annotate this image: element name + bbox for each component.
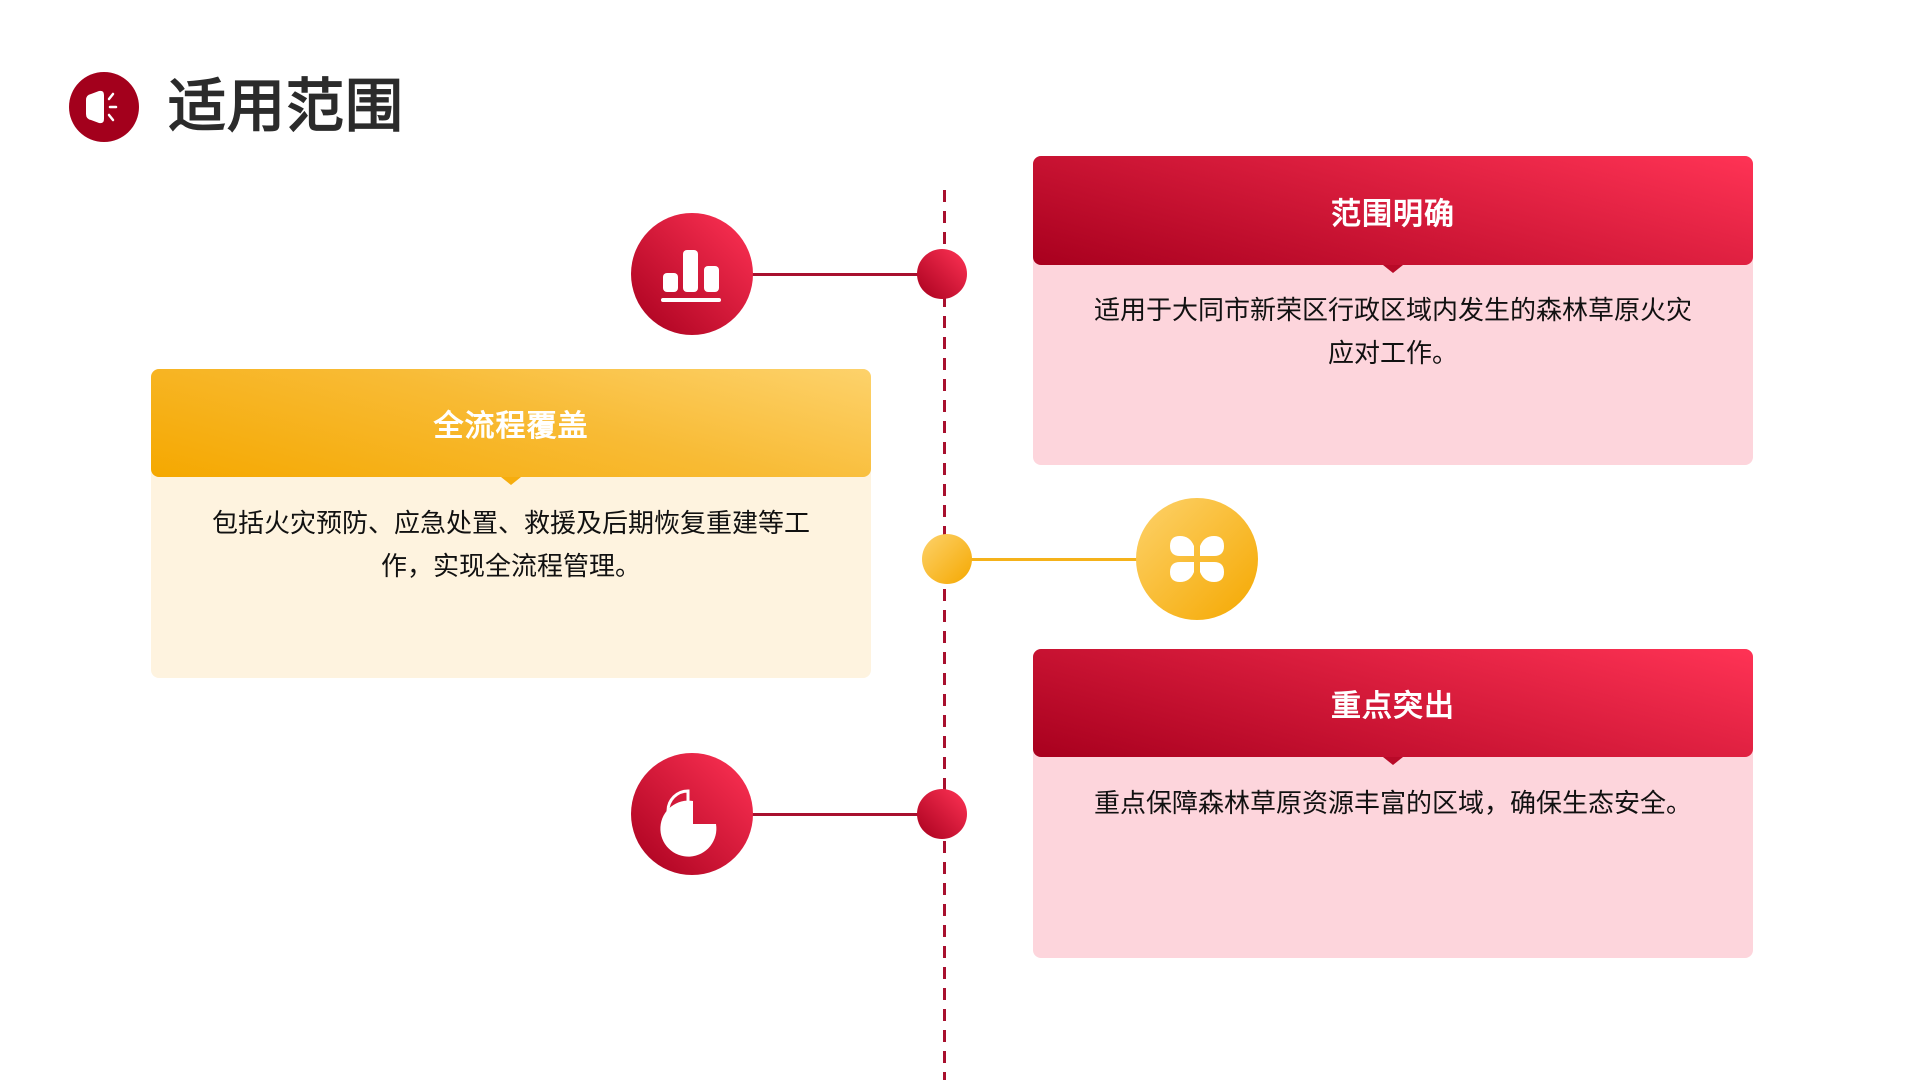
card-header: 重点突出 xyxy=(1033,649,1753,765)
timeline-connector xyxy=(948,558,1138,561)
timeline-dot xyxy=(917,789,967,839)
timeline-dot xyxy=(922,534,972,584)
card-header: 全流程覆盖 xyxy=(151,369,871,485)
pie-chart-icon xyxy=(631,753,753,875)
card-text: 适用于大同市新荣区行政区域内发生的森林草原火灾应对工作。 xyxy=(1093,296,1692,369)
timeline-card: 全流程覆盖 包括火灾预防、应急处置、救援及后期恢复重建等工作，实现全流程管理。 xyxy=(151,369,871,678)
notch-arrow xyxy=(501,477,521,485)
card-header: 范围明确 xyxy=(1033,156,1753,273)
card-title: 全流程覆盖 xyxy=(433,409,589,444)
card-title: 范围明确 xyxy=(1331,196,1455,232)
bar-chart-icon xyxy=(631,213,753,335)
timeline-card: 重点突出 重点保障森林草原资源丰富的区域，确保生态安全。 xyxy=(1033,649,1753,958)
timeline-card: 范围明确 适用于大同市新荣区行政区域内发生的森林草原火灾应对工作。 xyxy=(1033,156,1753,465)
timeline-line xyxy=(943,190,946,1080)
notch-arrow xyxy=(1383,757,1403,765)
page-title: 适用范围 xyxy=(168,72,405,140)
timeline-dot xyxy=(917,249,967,299)
grid-four-icon xyxy=(1136,498,1258,620)
timeline-connector xyxy=(752,813,942,816)
timeline-connector xyxy=(752,273,942,276)
card-text: 包括火灾预防、应急处置、救援及后期恢复重建等工作，实现全流程管理。 xyxy=(211,509,810,582)
notch-arrow xyxy=(1383,265,1403,273)
speaker-icon xyxy=(69,72,139,142)
card-title: 重点突出 xyxy=(1331,689,1455,724)
card-text: 重点保障森林草原资源丰富的区域，确保生态安全。 xyxy=(1093,789,1692,819)
